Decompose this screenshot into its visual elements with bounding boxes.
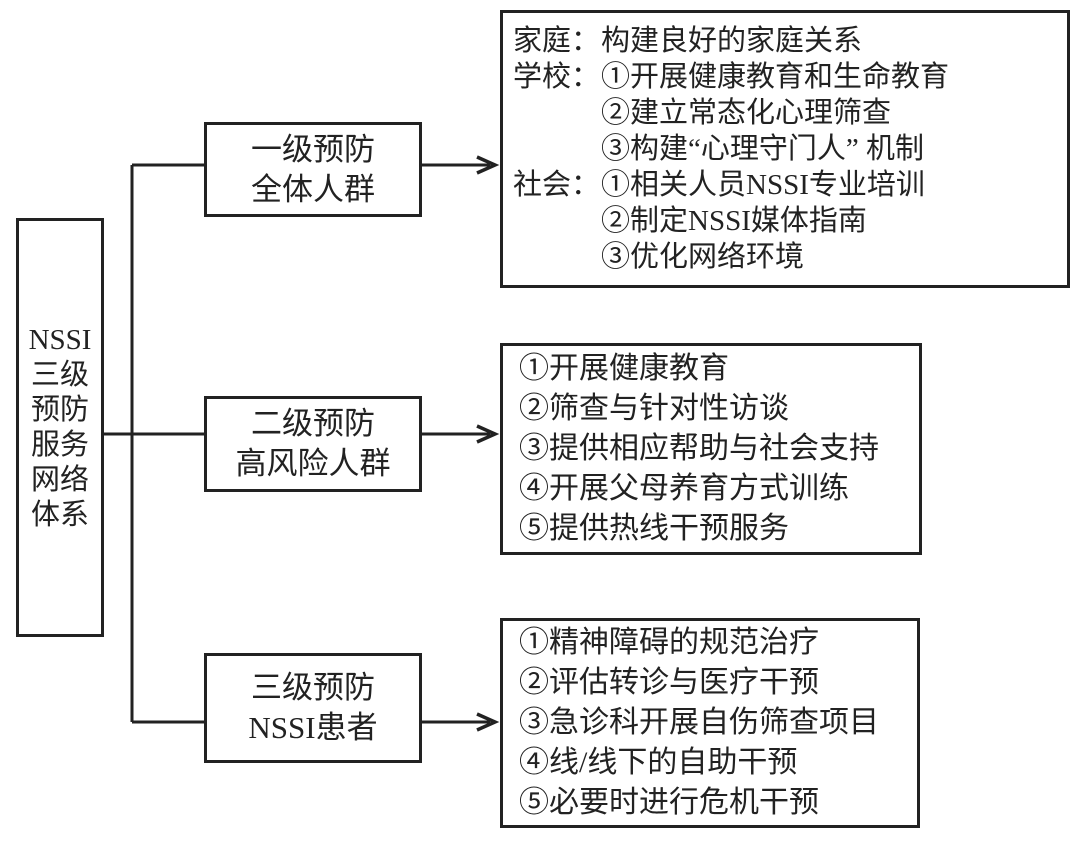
row-text: ②建立常态化心理筛查	[601, 97, 892, 129]
detail-row: ③优化网络环境	[513, 239, 1067, 275]
list-item: ②筛查与针对性访谈	[519, 392, 789, 425]
row-label	[513, 131, 601, 167]
root-node-line: 网络	[30, 463, 89, 496]
node-title: 一级预防	[251, 131, 375, 167]
row-label: 家庭：	[513, 25, 601, 57]
detail-level3-measures: ①精神障碍的规范治疗 ②评估转诊与医疗干预 ③急诊科开展自伤筛查项目 ④线/线下…	[500, 618, 920, 828]
row-text: ①相关人员NSSI专业培训	[601, 169, 925, 201]
row-label: 社会：	[513, 169, 601, 201]
node-level2-prevention: 二级预防 高风险人群	[204, 396, 422, 492]
detail-row: ②制定NSSI媒体指南	[513, 203, 1067, 239]
node-level3-prevention: 三级预防 NSSI患者	[204, 653, 422, 763]
arrow-right-icon	[476, 712, 500, 732]
detail-level1-measures: 家庭： 构建良好的家庭关系 学校： ①开展健康教育和生命教育 ②建立常态化心理筛…	[500, 10, 1070, 288]
list-item: ⑤提供热线干预服务	[519, 512, 789, 545]
row-text: 构建良好的家庭关系	[601, 25, 863, 57]
row-label	[513, 95, 601, 131]
list-item: ④线/线下的自助干预	[519, 746, 798, 779]
node-title: 三级预防	[251, 670, 375, 705]
root-node-nssi-system: NSSI 三级 预防 服务 网络 体系	[16, 218, 104, 637]
row-text: ③优化网络环境	[601, 241, 805, 273]
arrow-level1-to-detail1	[422, 155, 500, 175]
list-item: ③提供相应帮助与社会支持	[519, 432, 879, 465]
row-text: ②制定NSSI媒体指南	[601, 205, 867, 237]
list-item: ④开展父母养育方式训练	[519, 472, 849, 505]
row-text: ③构建“心理守门人” 机制	[601, 133, 924, 165]
root-node-line: 预防	[30, 393, 89, 426]
detail-row: 家庭： 构建良好的家庭关系	[513, 23, 1067, 59]
arrow-right-icon	[476, 424, 500, 444]
list-item: ①精神障碍的规范治疗	[519, 626, 819, 659]
node-level1-prevention: 一级预防 全体人群	[204, 122, 422, 217]
list-item: ③急诊科开展自伤筛查项目	[519, 706, 879, 739]
list-item: ⑤必要时进行危机干预	[519, 786, 819, 819]
root-node-line: NSSI	[28, 323, 92, 356]
row-label	[513, 203, 601, 239]
detail-row: ③构建“心理守门人” 机制	[513, 131, 1067, 167]
node-subtitle: 高风险人群	[235, 446, 391, 481]
detail-row: ②建立常态化心理筛查	[513, 95, 1067, 131]
node-subtitle: NSSI患者	[248, 710, 378, 745]
root-node-line: 体系	[30, 498, 89, 531]
detail-row: 学校： ①开展健康教育和生命教育	[513, 59, 1067, 95]
node-subtitle: 全体人群	[251, 171, 375, 207]
arrow-right-icon	[476, 155, 500, 175]
arrow-level3-to-detail3	[422, 712, 500, 732]
row-label	[513, 239, 601, 275]
list-item: ②评估转诊与医疗干预	[519, 666, 819, 699]
detail-row: 社会： ①相关人员NSSI专业培训	[513, 167, 1067, 203]
row-label: 学校：	[513, 61, 601, 93]
detail-level2-measures: ①开展健康教育 ②筛查与针对性访谈 ③提供相应帮助与社会支持 ④开展父母养育方式…	[500, 343, 922, 555]
row-text: ①开展健康教育和生命教育	[601, 61, 950, 93]
arrow-level2-to-detail2	[422, 424, 500, 444]
root-node-line: 服务	[30, 428, 89, 461]
root-node-line: 三级	[30, 358, 89, 391]
list-item: ①开展健康教育	[519, 352, 729, 385]
node-title: 二级预防	[251, 406, 375, 441]
